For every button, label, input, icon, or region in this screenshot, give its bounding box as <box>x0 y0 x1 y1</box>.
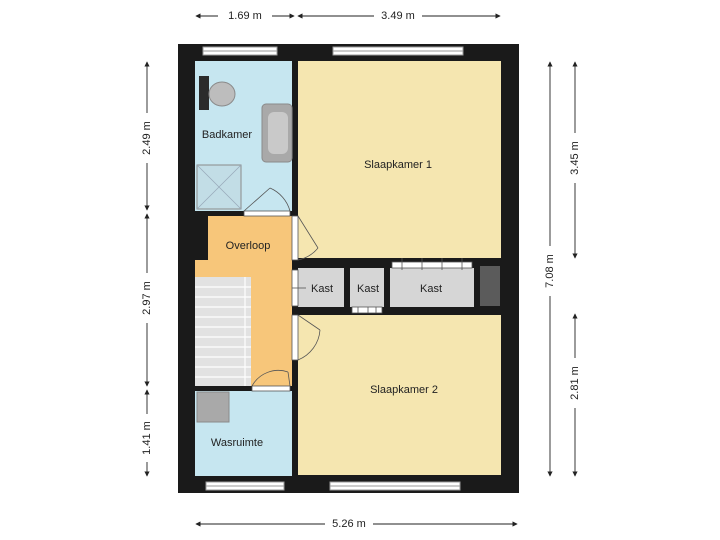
door-badkamer <box>243 210 291 217</box>
label-kast-2: Kast <box>357 283 379 295</box>
door-wasruimte <box>251 385 291 392</box>
label-slaapkamer-2: Slaapkamer 2 <box>370 384 438 396</box>
closet-3 <box>390 268 474 307</box>
dimension-lines <box>144 13 578 527</box>
dim-left-middle: 2.97 m <box>141 281 153 315</box>
dim-bottom: 5.26 m <box>332 518 366 530</box>
closet-1 <box>298 268 344 307</box>
closet-4 <box>480 266 500 306</box>
dim-top-left: 1.69 m <box>228 10 262 22</box>
dim-right-upper: 3.45 m <box>569 141 581 175</box>
door-slaapkamer-1 <box>291 215 299 261</box>
label-overloop: Overloop <box>226 240 271 252</box>
stairs <box>195 277 251 386</box>
bathroom-fixtures <box>196 76 293 210</box>
doors <box>243 187 473 392</box>
door-wasruimte-swing <box>251 370 291 387</box>
door-slaapkamer-2-swing <box>297 314 321 361</box>
washing-machine-icon <box>196 391 230 423</box>
label-wasruimte: Wasruimte <box>211 437 263 449</box>
dim-right-total: 7.08 m <box>544 254 556 288</box>
dim-left-lower: 1.41 m <box>141 421 153 455</box>
toilet-icon <box>208 81 236 107</box>
room-slaapkamer-1-fill <box>298 61 501 258</box>
label-badkamer: Badkamer <box>202 129 252 141</box>
door-slaapkamer-1-swing <box>297 215 319 261</box>
closet-2 <box>350 268 384 307</box>
sink-basin <box>268 112 288 154</box>
stair-treads <box>195 277 251 386</box>
label-kast-1: Kast <box>311 283 333 295</box>
door-badkamer-swing <box>243 187 291 212</box>
label-kast-3: Kast <box>420 283 442 295</box>
label-slaapkamer-1: Slaapkamer 1 <box>364 159 432 171</box>
dim-right-lower: 2.81 m <box>569 366 581 400</box>
dim-left-upper: 2.49 m <box>141 121 153 155</box>
windows <box>202 46 464 491</box>
door-kast-3 <box>391 261 473 269</box>
room-slaapkamer-2-fill <box>298 315 501 475</box>
door-kast-2 <box>351 306 383 314</box>
toilet-tank <box>199 76 209 110</box>
dim-top-right: 3.49 m <box>381 10 415 22</box>
door-slaapkamer-2 <box>291 314 299 361</box>
